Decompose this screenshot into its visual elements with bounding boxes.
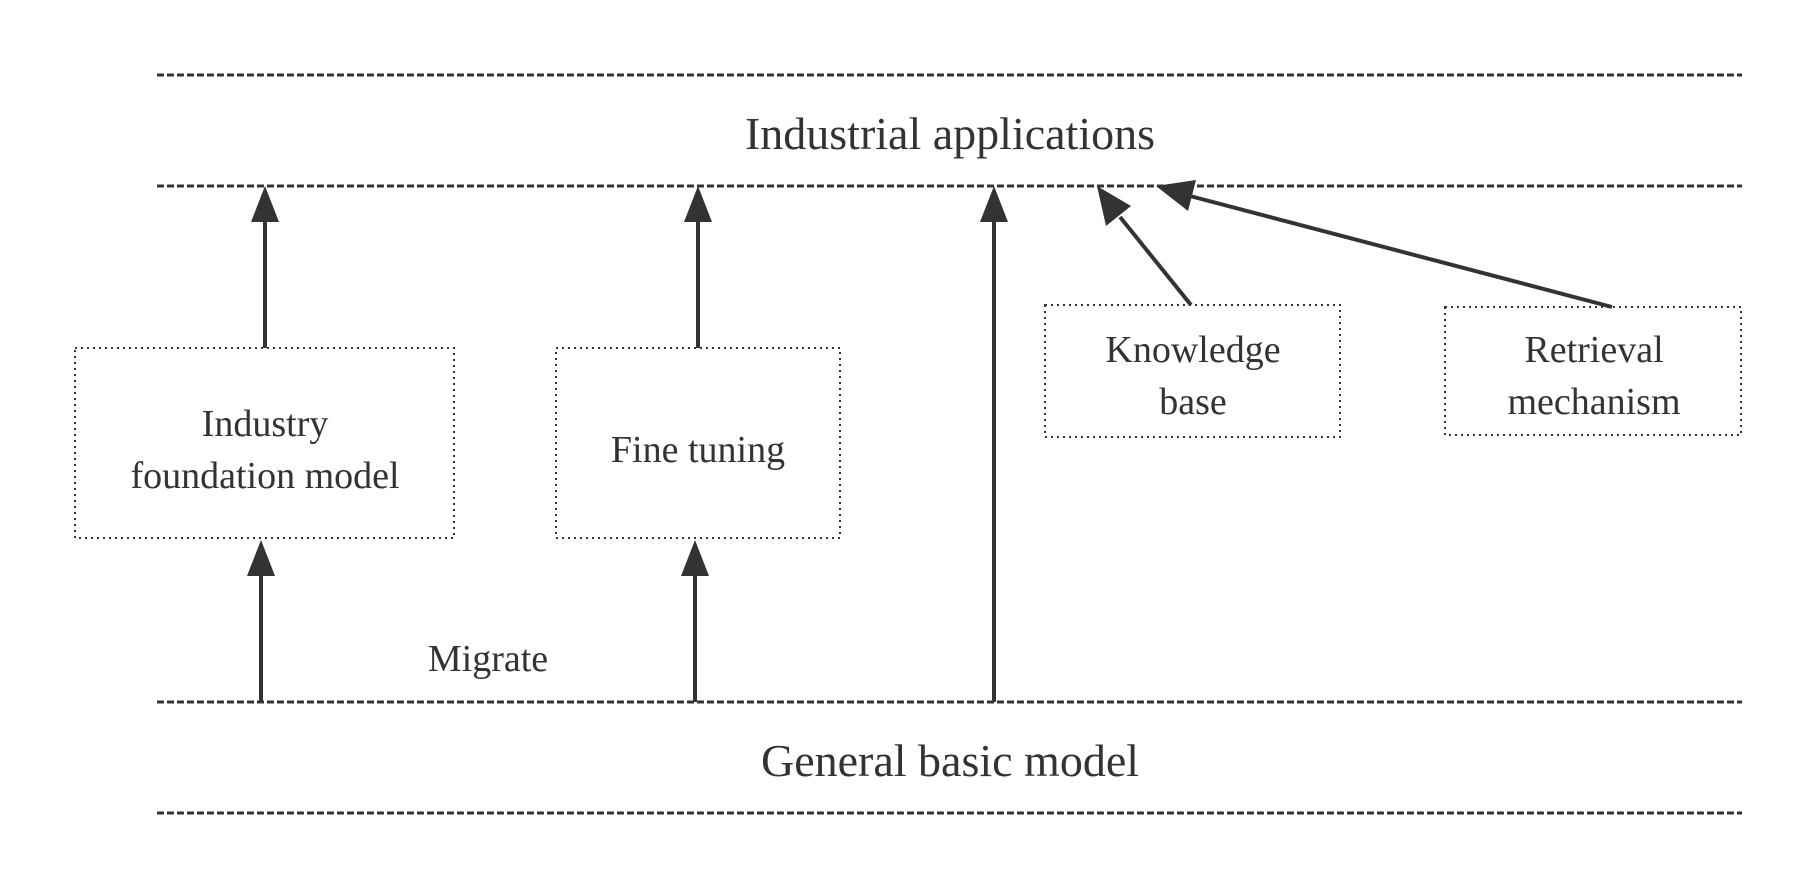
retrieval-mechanism-label-line2: mechanism (1507, 381, 1680, 423)
industry-foundation-model-box (74, 347, 455, 539)
knowledge-base-label-line1: Knowledge (1105, 329, 1280, 371)
industry-foundation-model-label-line1: Industry (202, 403, 329, 445)
fine-tuning-label: Fine tuning (611, 429, 785, 471)
migrate-label: Migrate (428, 638, 548, 680)
fine-tuning-box (555, 347, 841, 539)
knowledge-base-box (1044, 304, 1341, 438)
knowledge-base-label-line2: base (1159, 381, 1227, 423)
arrowhead-industry-foundation-top (251, 186, 279, 222)
arrowhead-industry-foundation-bottom (247, 540, 275, 576)
arrowhead-fine-tuning-bottom (681, 540, 709, 576)
arrowhead-retrieval (1156, 180, 1196, 211)
arrow-retrieval-to-applications-shaft (1189, 194, 1613, 309)
arrow-knowledge-base-to-applications-shaft (1118, 215, 1193, 307)
arrowhead-direct (980, 186, 1008, 222)
industrial-applications-label: Industrial applications (745, 108, 1155, 159)
general-basic-model-label: General basic model (761, 735, 1139, 786)
industry-foundation-model-label-line2: foundation model (130, 455, 399, 497)
retrieval-mechanism-label-line1: Retrieval (1524, 329, 1663, 371)
retrieval-mechanism-box (1444, 306, 1742, 436)
arrowhead-fine-tuning-top (684, 186, 712, 222)
arrowhead-knowledge-base (1097, 186, 1131, 226)
